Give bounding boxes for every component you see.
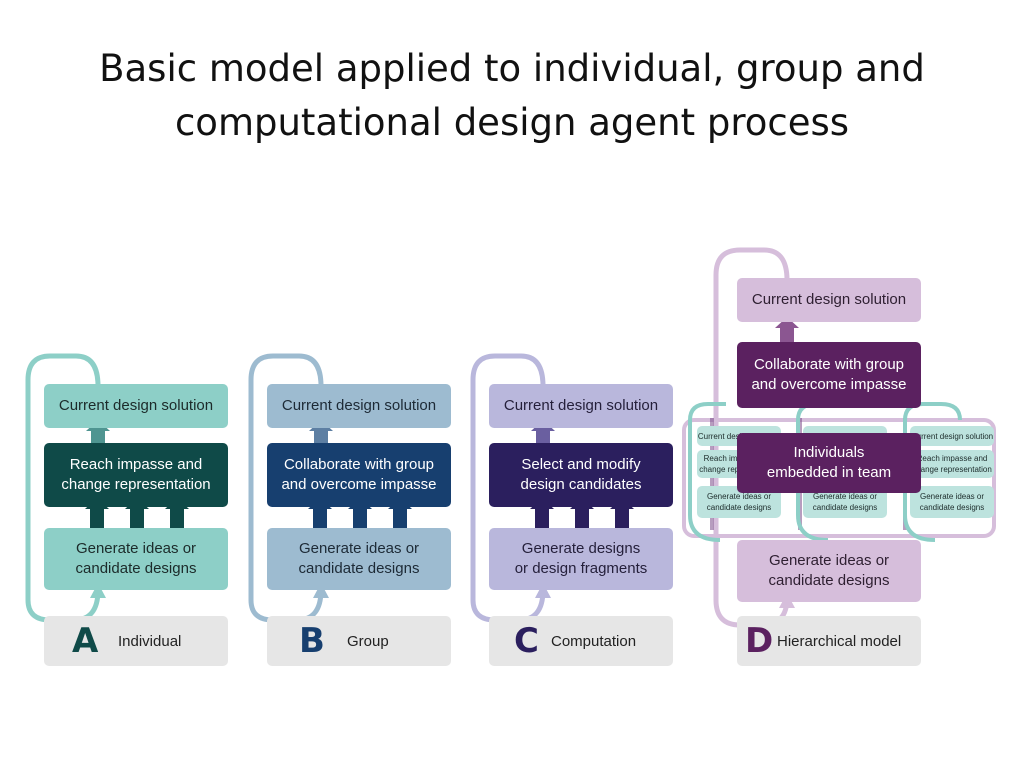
- panel-b-arrow-1: [313, 506, 327, 530]
- panel-d-embedded-line-2: embedded in team: [766, 464, 892, 481]
- mini-panel-3-middle-line-1: Reach impasse and: [916, 454, 988, 463]
- panel-d-generate-box: Generate ideas or candidate designs: [737, 540, 921, 602]
- panel-a-label-box: [44, 616, 228, 666]
- mini-panel-3-bottom: Generate ideas or candidate designs: [910, 486, 994, 518]
- panel-c-label: Computation: [551, 633, 637, 650]
- panel-d-arrowhead-top: [775, 317, 799, 328]
- panel-a-current-solution: Current design solution: [44, 384, 228, 428]
- panel-a-arrow-1: [90, 506, 104, 530]
- mini-panel-2-bottom-line-1: Generate ideas or: [812, 492, 878, 501]
- panel-b-generate-line-1: Generate ideas or: [298, 540, 420, 557]
- panel-c-loop-arrowhead: [535, 583, 551, 598]
- panel-b-arrow-3: [393, 506, 407, 530]
- mini-panel-1-bottom-line-1: Generate ideas or: [706, 492, 772, 501]
- panel-b-loop-arrowhead: [313, 583, 329, 598]
- panel-d-current-solution: Current design solution: [737, 278, 921, 322]
- panel-a-impasse-line-1: Reach impasse and: [69, 456, 203, 473]
- mini-panel-2-bottom-line-2: candidate designs: [812, 503, 878, 512]
- panel-a-loop-arrowhead: [90, 583, 106, 598]
- panel-c-generate-line-2: or design fragments: [514, 560, 648, 577]
- mini-loop-3: [903, 402, 962, 542]
- panel-c-current-solution: Current design solution: [489, 384, 673, 428]
- panel-b-generate-box: Generate ideas or candidate designs: [267, 528, 451, 590]
- panel-d-embedded-line-1: Individuals: [793, 444, 865, 461]
- mini-panel-1-bottom-line-2: candidate designs: [706, 503, 772, 512]
- panel-d-arrow-top: [780, 325, 794, 343]
- panel-b-letter: B: [299, 621, 325, 661]
- panel-a-impasse-line-2: change representation: [61, 476, 211, 493]
- mini-panel-3-bottom-line-1: Generate ideas or: [919, 492, 985, 501]
- slide-title: Basic model applied to individual, group…: [0, 42, 1024, 150]
- title-line-1: Basic model applied to individual, group…: [99, 47, 925, 90]
- panel-d-collaborate-line-2: and overcome impasse: [751, 376, 907, 393]
- panel-c-arrow-2: [575, 506, 589, 530]
- panel-a-current-solution-text: Current design solution: [58, 397, 214, 414]
- panel-c-arrow-1: [535, 506, 549, 530]
- panel-d-frame-left: [682, 418, 996, 538]
- panel-b-collaborate-line-1: Collaborate with group: [283, 456, 435, 473]
- panel-a-arrow-top: [91, 428, 105, 444]
- panel-d-generate-line-2: candidate designs: [768, 572, 890, 589]
- panel-d-collaborate-line-1: Collaborate with group: [753, 356, 905, 373]
- panel-b-arrow-top: [314, 428, 328, 444]
- panel-a-generate-line-2: candidate designs: [75, 560, 197, 577]
- panel-c-select-line-2: design candidates: [520, 476, 642, 493]
- panel-d-current-solution-text: Current design solution: [751, 291, 907, 308]
- panel-a-arrow-3: [170, 506, 184, 530]
- mini-loop-1: [688, 402, 726, 542]
- panel-b-current-solution: Current design solution: [267, 384, 451, 428]
- panel-b-current-solution-text: Current design solution: [281, 397, 437, 414]
- panel-c-letter: C: [514, 621, 539, 661]
- panel-b-arrow-2: [353, 506, 367, 530]
- panel-c-generate-line-1: Generate designs: [521, 540, 641, 557]
- panel-a-label: Individual: [118, 633, 182, 650]
- panel-c-select-box: Select and modify design candidates: [489, 443, 673, 507]
- panel-d-embedded-box: Individuals embedded in team: [737, 433, 921, 493]
- mini-panel-3-top: Current design solution: [910, 426, 994, 446]
- panel-d-label-box: [737, 616, 921, 666]
- panel-c-arrow-top: [536, 428, 550, 444]
- panel-d-letter: D: [745, 621, 774, 661]
- panel-a-impasse-box: Reach impasse and change representation: [44, 443, 228, 507]
- panel-c-generate-box: Generate designs or design fragments: [489, 528, 673, 590]
- panel-c-select-line-1: Select and modify: [521, 456, 641, 473]
- panel-b-collaborate-line-2: and overcome impasse: [281, 476, 437, 493]
- panel-c-current-solution-text: Current design solution: [503, 397, 659, 414]
- mini-panel-3-middle: Reach impasse and change representation: [910, 450, 994, 478]
- panel-b-label: Group: [347, 633, 389, 650]
- mini-panel-3-bottom-line-2: candidate designs: [919, 503, 985, 512]
- panel-b-generate-line-2: candidate designs: [298, 560, 420, 577]
- panel-d-generate-line-1: Generate ideas or: [768, 552, 890, 569]
- panel-b-collaborate-box: Collaborate with group and overcome impas…: [267, 443, 451, 507]
- panel-a-letter: A: [72, 621, 99, 661]
- panel-c-label-box: [489, 616, 673, 666]
- panel-a-generate-box: Generate ideas or candidate designs: [44, 528, 228, 590]
- panel-d-label: Hierarchical model: [777, 633, 902, 650]
- mini-panel-3: Current design solution Reach impasse an…: [910, 426, 994, 518]
- panel-a-generate-line-1: Generate ideas or: [75, 540, 197, 557]
- panel-a-arrow-2: [130, 506, 144, 530]
- panel-c-arrow-3: [615, 506, 629, 530]
- mini-panel-3-middle-line-2: change representation: [912, 465, 992, 474]
- panel-b-label-box: [267, 616, 451, 666]
- mini-panel-3-top-text: Current design solution: [910, 431, 994, 441]
- title-line-2: computational design agent process: [174, 101, 850, 144]
- panel-d-collaborate-box: Collaborate with group and overcome impas…: [737, 342, 921, 408]
